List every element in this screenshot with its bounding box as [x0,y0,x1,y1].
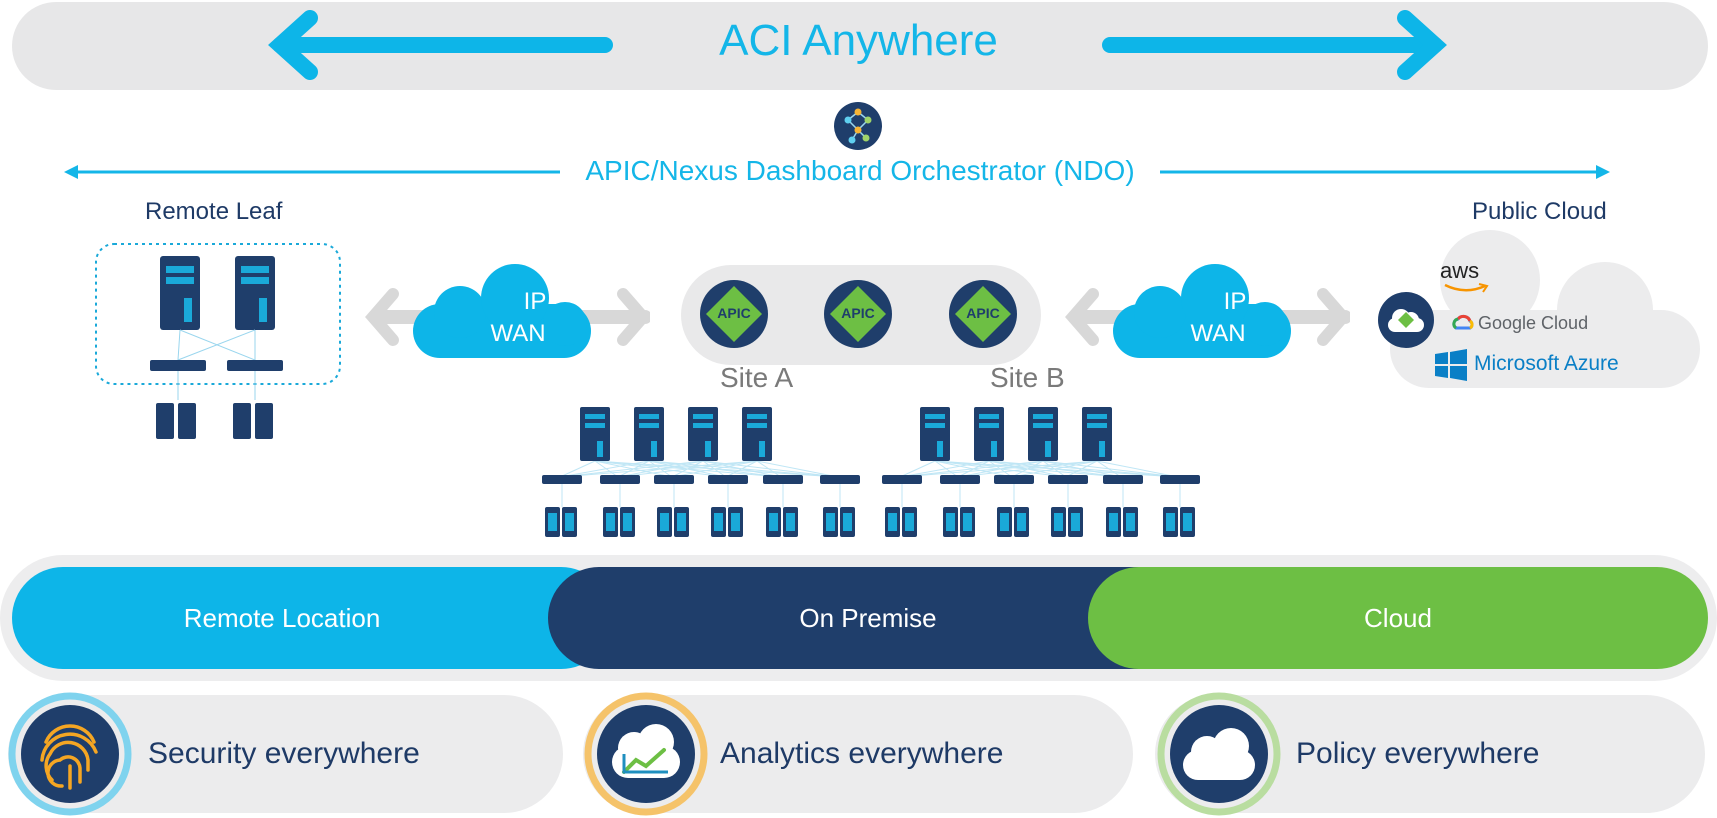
host-storage-icon [711,507,743,537]
spine-server-icon [920,407,950,461]
fingerprint-icon [8,692,132,816]
server-icon [160,256,200,330]
storage-icon [156,403,273,439]
site-a-fabric [542,407,860,537]
left-wan-link [365,264,650,358]
host-storage-icon [545,507,577,537]
spine-server-icon [688,407,718,461]
cloud-segment: Cloud [1088,567,1708,669]
leaf-switch-icon [1160,475,1200,484]
apic-controller-icon [949,280,1017,348]
leaf-switch-icon [820,475,860,484]
google-cloud-logo: Google Cloud [1478,313,1589,333]
microsoft-windows-icon [1435,349,1467,381]
leaf-switch-icon [1103,475,1143,484]
aws-smile-icon [1444,283,1489,293]
left-arrow-icon [268,10,613,80]
wan-label-line1: IP [1223,288,1247,315]
host-storage-icon [766,507,798,537]
wan-label-line2: WAN [490,320,546,347]
cloud-apic-icon [1378,292,1434,348]
public-cloud-label: Public Cloud [1472,198,1607,225]
site-a-label: Site A [720,362,794,393]
host-storage-icon [823,507,855,537]
google-cloud-icon [1452,314,1474,330]
site-b-label: Site B [990,362,1065,393]
cloud-label: Cloud [1364,602,1432,633]
leaf-switch-icon [708,475,748,484]
ndo-logo-icon [834,102,882,150]
apic-label: APIC [966,305,1000,321]
spine-server-icon [1028,407,1058,461]
host-storage-icon [885,507,917,537]
policy-cloud-icon [1157,692,1281,816]
apic-label: APIC [841,305,875,321]
host-storage-icon [657,507,689,537]
apic-controller-icon [700,280,768,348]
wan-cloud-icon [413,264,591,358]
leaf-switch-icon [1048,475,1088,484]
banner-arrows [268,10,1447,80]
analytics-everywhere-label: Analytics everywhere [720,737,1004,770]
policy-everywhere-label: Policy everywhere [1296,737,1540,770]
remote-location-label: Remote Location [183,602,381,633]
leaf-switch-icon [654,475,694,484]
host-storage-icon [1163,507,1195,537]
host-storage-icon [943,507,975,537]
apic-controller-icon [824,280,892,348]
analytics-cloud-icon [584,692,708,816]
leaf-switch-icon [763,475,803,484]
right-wan-link [1065,264,1350,358]
leaf-switch-icon [600,475,640,484]
host-storage-icon [1106,507,1138,537]
leaf-switch-icon [542,475,582,484]
spine-server-icon [634,407,664,461]
host-storage-icon [603,507,635,537]
spine-server-icon [580,407,610,461]
spine-server-icon [1082,407,1112,461]
on-premise-segment: On Premise [548,567,1188,669]
security-everywhere-label: Security everywhere [148,737,420,770]
right-arrow-icon [1102,10,1447,80]
spine-server-icon [974,407,1004,461]
page-title: ACI Anywhere [719,16,998,65]
leaf-switch-icon [994,475,1034,484]
remote-leaf-label: Remote Leaf [145,198,283,225]
on-premise-label: On Premise [799,602,937,633]
leaf-switch-icon [882,475,922,484]
microsoft-azure-logo: Microsoft Azure [1474,352,1619,375]
switch-icon [150,360,206,371]
remote-location-segment: Remote Location [12,567,612,669]
switch-icon [227,360,283,371]
wan-label-line1: IP [523,288,547,315]
aws-logo: aws [1440,258,1480,283]
apic-label: APIC [717,305,751,321]
wan-cloud-icon [1113,264,1291,358]
host-storage-icon [997,507,1029,537]
spine-server-icon [742,407,772,461]
host-storage-icon [1051,507,1083,537]
wan-label-line2: WAN [1190,320,1246,347]
site-b-fabric [882,407,1200,537]
remote-leaf-topology [95,243,341,439]
ndo-label: APIC/Nexus Dashboard Orchestrator (NDO) [560,155,1160,187]
leaf-switch-icon [940,475,980,484]
server-icon [235,256,275,330]
